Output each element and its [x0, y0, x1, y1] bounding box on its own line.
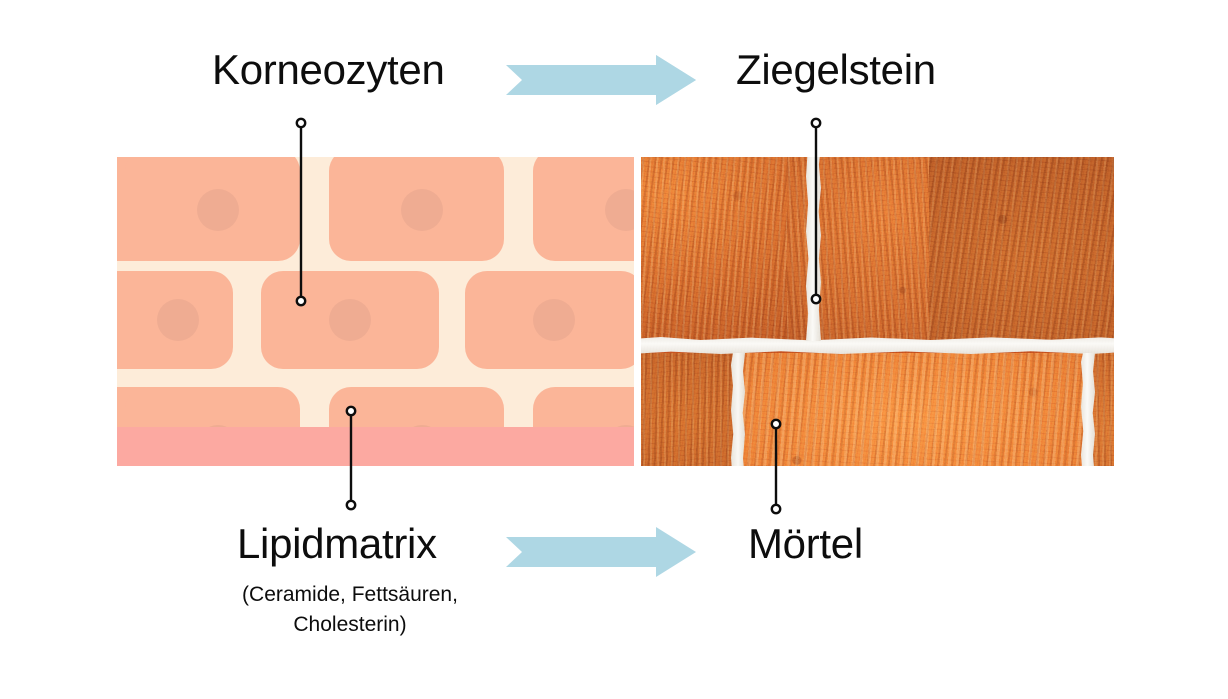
corneocyte-cell [261, 271, 439, 369]
illustration-corneocyte-lipid-model [117, 157, 634, 466]
callout-line-ziegelstein [810, 117, 822, 305]
mortar-joint-horizontal [641, 337, 1114, 354]
brick-highlighted [739, 353, 1091, 466]
corneocyte-cell [533, 157, 634, 261]
corneocyte-nucleus [605, 189, 634, 231]
corneocyte-nucleus [401, 189, 443, 231]
arrow-right-icon-bottom [506, 527, 696, 577]
mortar-joint-vertical [1081, 353, 1095, 466]
corneocyte-nucleus [533, 299, 575, 341]
brick [641, 353, 747, 466]
corneocyte-nucleus [157, 299, 199, 341]
corneocyte-cell [125, 157, 300, 261]
corneocyte-cell [465, 271, 634, 369]
label-moertel: Mörtel [748, 520, 863, 567]
label-lipidmatrix-subtitle: (Ceramide, Fettsäuren, Cholesterin) [242, 583, 458, 637]
brick [641, 157, 813, 341]
brick [929, 157, 1114, 341]
corneocyte-nucleus [329, 299, 371, 341]
mortar-joint-vertical [731, 353, 745, 466]
callout-line-korneozyten [295, 117, 307, 307]
corneocyte-nucleus [197, 189, 239, 231]
label-ziegelstein: Ziegelstein [736, 46, 936, 93]
arrow-right-icon-top [506, 55, 696, 105]
callout-line-lipidmatrix [345, 405, 357, 511]
corneocyte-cell [329, 157, 504, 261]
label-lipidmatrix: Lipidmatrix [237, 520, 437, 567]
basal-layer-band [117, 427, 634, 466]
label-korneozyten: Korneozyten [212, 46, 445, 93]
callout-line-moertel [770, 418, 782, 515]
photo-brick-wall [641, 157, 1114, 466]
corneocyte-cell [117, 271, 233, 369]
